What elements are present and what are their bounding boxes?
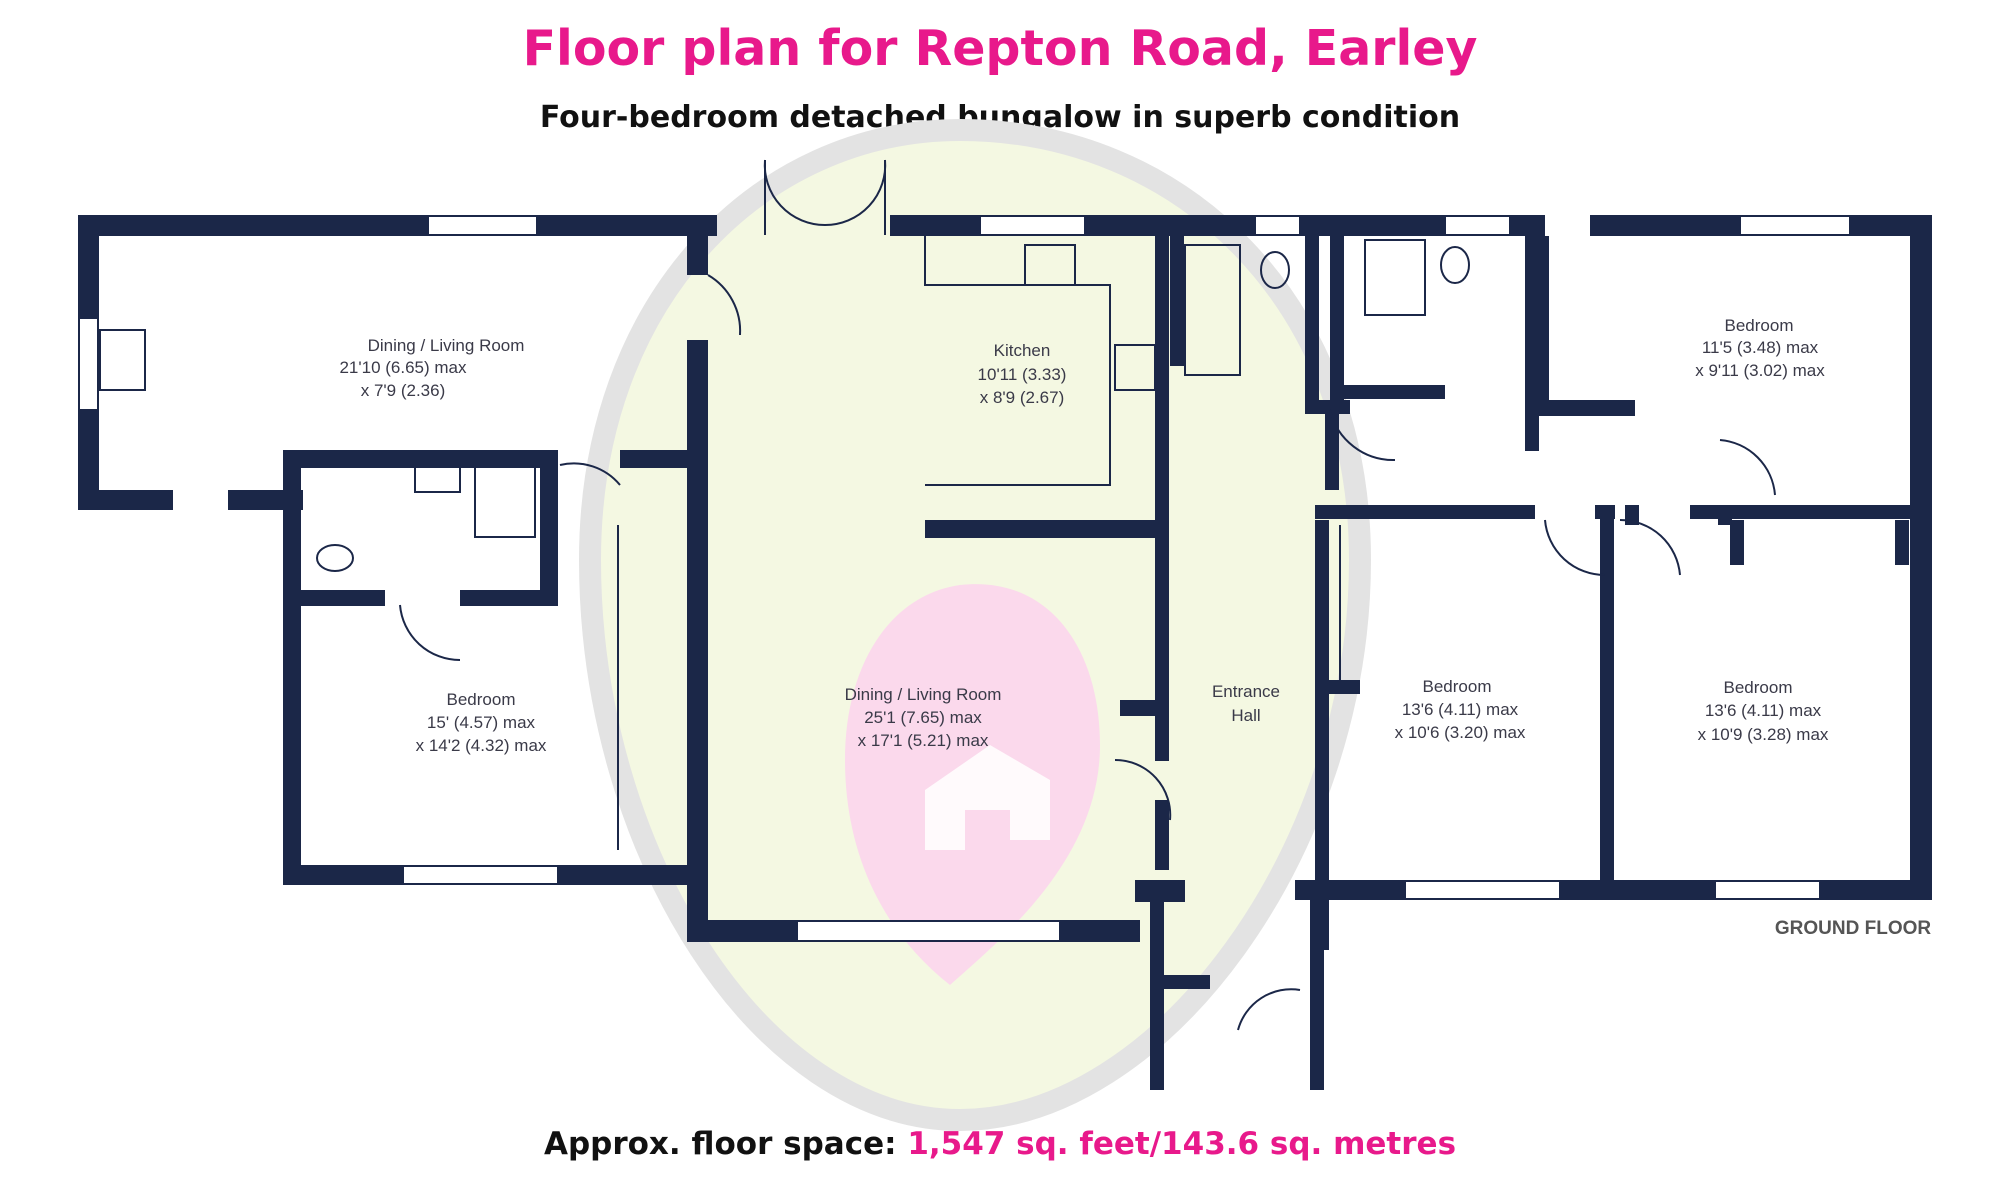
bath [1184, 244, 1241, 376]
floor-space-value: 1,547 sq. feet/143.6 sq. metres [907, 1126, 1457, 1162]
room-dimension: x 14'2 (4.32) max [416, 736, 547, 755]
window [1254, 215, 1301, 236]
window [1404, 880, 1561, 900]
room-name: Entrance [1212, 682, 1280, 701]
page-title: Floor plan for Repton Road, Earley [522, 20, 1478, 77]
room-dimension: x 17'1 (5.21) max [858, 731, 989, 750]
shower [1364, 239, 1426, 316]
fittings [99, 236, 1470, 850]
window [78, 317, 99, 411]
room-dimension: 13'6 (4.11) max [1705, 701, 1822, 720]
room-name: Dining / Living Room [368, 336, 525, 355]
room-name: Bedroom [1725, 316, 1794, 335]
room-name: Bedroom [1423, 677, 1492, 696]
room-dimension: 10'11 (3.33) [978, 365, 1067, 384]
shower [474, 461, 536, 538]
window [427, 215, 538, 236]
room-name: Bedroom [447, 690, 516, 709]
room-dimension: x 7'9 (2.36) [361, 381, 446, 400]
window [402, 865, 559, 885]
door-swing [1544, 519, 1606, 577]
doors [399, 159, 1776, 1031]
door-swing [763, 159, 826, 235]
door-swing [707, 274, 742, 336]
room-name: Hall [1231, 706, 1260, 725]
floor-space-summary: Approx. floor space: 1,547 sq. feet/143.… [0, 1126, 2000, 1162]
toilet [316, 544, 354, 572]
floor-space-label: Approx. floor space: [543, 1126, 897, 1162]
floor-label: GROUND FLOOR [1775, 918, 1931, 939]
room-dimension: x 9'11 (3.02) max [1695, 361, 1825, 380]
sink [99, 329, 146, 391]
watermark-house-icon [925, 745, 1050, 850]
door-swing [1619, 518, 1681, 576]
window [796, 920, 1061, 942]
windows [78, 215, 1851, 942]
room-name: Dining / Living Room [845, 685, 1002, 704]
window [979, 215, 1086, 236]
door-swing [1237, 988, 1301, 1031]
room-dimension: x 8'9 (2.67) [980, 388, 1065, 407]
hob [1114, 344, 1156, 391]
room-dimension: 21'10 (6.65) max [339, 358, 467, 377]
toilet [1440, 246, 1470, 284]
window [1714, 880, 1821, 900]
door-swing [559, 462, 621, 486]
room-labels: Dining / Living Room 21'10 (6.65) max x … [339, 316, 1931, 939]
door-swing [399, 604, 461, 662]
room-dimension: x 10'9 (3.28) max [1698, 725, 1829, 744]
kitchen-counter [924, 236, 1111, 486]
window [1739, 215, 1851, 236]
room-name: Bedroom [1724, 678, 1793, 697]
room-dimension: 13'6 (4.11) max [1402, 700, 1519, 719]
door-swing [1114, 758, 1172, 821]
sink [414, 461, 461, 493]
door-swing [1329, 409, 1396, 462]
room-dimension: 25'1 (7.65) max [864, 708, 982, 727]
door-swing [1719, 439, 1776, 496]
room-dimension: x 10'6 (3.20) max [1395, 723, 1526, 742]
room-name: Kitchen [994, 341, 1051, 360]
room-dimension: 15' (4.57) max [427, 713, 536, 732]
window [1444, 215, 1511, 236]
door-swing [824, 159, 887, 235]
toilet [1260, 251, 1290, 289]
room-dimension: 11'5 (3.48) max [1702, 338, 1819, 357]
